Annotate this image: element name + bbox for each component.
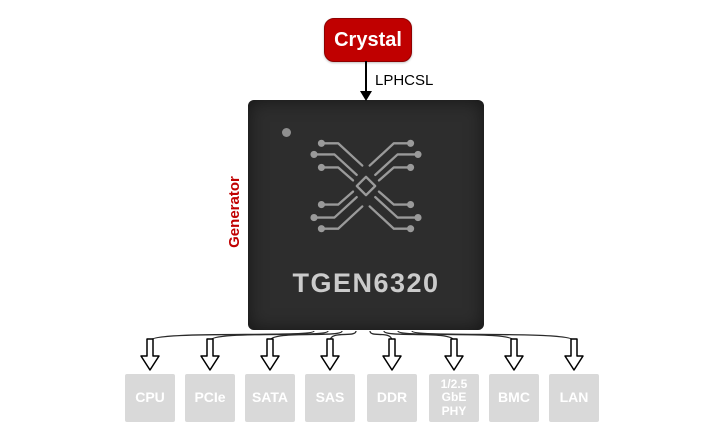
chip-part-number: TGEN6320 [292, 268, 440, 298]
down-arrow-icon [504, 338, 524, 371]
down-arrow-icon [200, 338, 220, 371]
output-box-bmc: BMC [489, 374, 539, 422]
crystal-box: Crystal [324, 18, 412, 62]
lphcsl-label: LPHCSL [375, 72, 434, 89]
output-box-ddr: DDR [367, 374, 417, 422]
output-box-gbe-phy: 1/2.5 GbE PHY [429, 374, 479, 422]
down-arrow-icon [564, 338, 584, 371]
pin1-indicator-dot [282, 128, 291, 137]
output-column-pcie: PCIe [185, 338, 235, 422]
down-arrow-icon [382, 338, 402, 371]
output-box-cpu: CPU [125, 374, 175, 422]
down-arrow-icon [444, 338, 464, 371]
output-column-gbe-phy: 1/2.5 GbE PHY [429, 338, 479, 422]
output-column-bmc: BMC [489, 338, 539, 422]
chip-package: TGEN6320 [248, 100, 484, 330]
output-box-sas: SAS [305, 374, 355, 422]
down-arrow-icon [140, 338, 160, 371]
chip-logo-icon [310, 139, 422, 233]
generator-label: Generator [226, 176, 243, 248]
down-arrow-icon [320, 338, 340, 371]
output-column-sata: SATA [245, 338, 295, 422]
output-column-cpu: CPU [125, 338, 175, 422]
output-column-lan: LAN [549, 338, 599, 422]
output-column-ddr: DDR [367, 338, 417, 422]
output-column-sas: SAS [305, 338, 355, 422]
crystal-label: Crystal [334, 28, 402, 51]
output-box-sata: SATA [245, 374, 295, 422]
output-box-lan: LAN [549, 374, 599, 422]
down-arrow-icon [260, 338, 280, 371]
output-box-pcie: PCIe [185, 374, 235, 422]
